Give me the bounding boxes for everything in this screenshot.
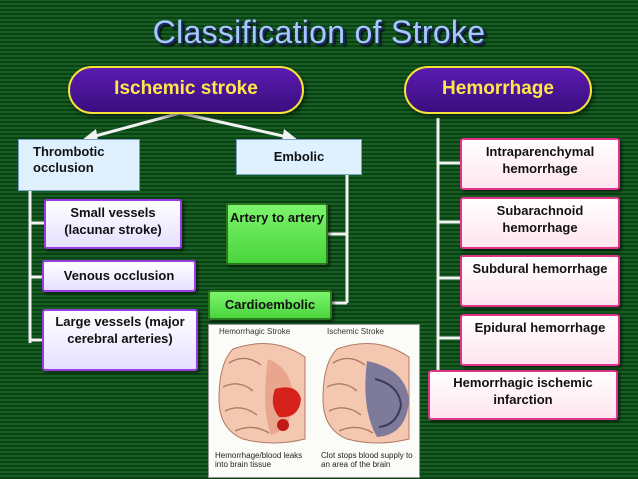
cardioembolic-box: Cardioembolic xyxy=(208,290,332,320)
hemorrhage-caption: Hemorrhage/blood leaks into brain tissue xyxy=(215,451,303,469)
hemorrhagic-stroke-title: Hemorrhagic Stroke xyxy=(219,327,291,336)
large-vessels-box: Large vessels (major cerebral arteries) xyxy=(42,309,198,371)
hemorrhagic-ischemic-infarction-box: Hemorrhagic ischemic infarction xyxy=(428,370,618,420)
small-vessels-box: Small vessels (lacunar stroke) xyxy=(44,199,182,249)
ischemic-brain-image xyxy=(322,343,410,444)
embolic-label: Embolic xyxy=(236,139,362,175)
subarachnoid-box: Subarachnoid hemorrhage xyxy=(460,197,620,249)
slide-title: Classification of Stroke xyxy=(152,14,486,50)
artery-to-artery-box: Artery to artery xyxy=(226,203,328,265)
ischemic-stroke-title: Ischemic Stroke xyxy=(327,327,384,336)
epidural-box: Epidural hemorrhage xyxy=(460,314,620,366)
ischemic-stroke-pill: Ischemic stroke xyxy=(68,66,304,114)
thrombotic-occlusion-label: Thrombotic occlusion xyxy=(18,139,140,191)
hemorrhagic-brain-image xyxy=(218,343,306,444)
venous-occlusion-box: Venous occlusion xyxy=(42,260,196,292)
embolic-text: Embolic xyxy=(273,149,325,164)
clot-caption: Clot stops blood supply to an area of th… xyxy=(321,451,413,469)
hemorrhage-pill: Hemorrhage xyxy=(404,66,592,114)
subdural-box: Subdural hemorrhage xyxy=(460,255,620,307)
intraparenchymal-box: Intraparenchymal hemorrhage xyxy=(460,138,620,190)
thrombotic-text: Thrombotic occlusion xyxy=(33,144,105,175)
brain-illustration: Hemorrhagic Stroke Ischemic Stroke Hemor… xyxy=(208,324,420,478)
